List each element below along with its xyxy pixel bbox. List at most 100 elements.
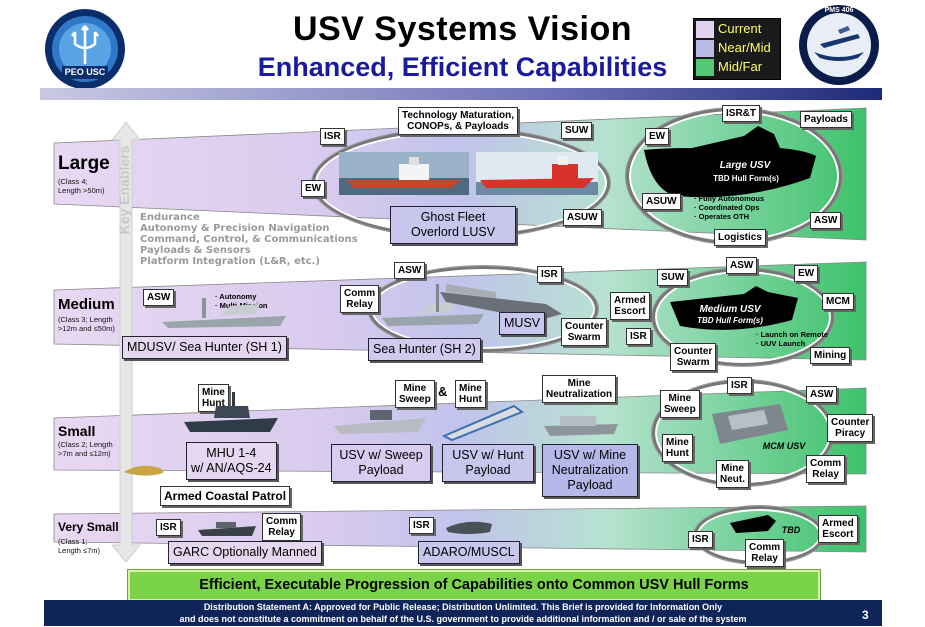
footer-banner-text: Efficient, Executable Progression of Cap… xyxy=(199,577,749,593)
mcm-usv-name: MCM USV xyxy=(762,441,806,451)
key-enablers-label: Key Enablers xyxy=(116,145,132,235)
ghost-fleet-box: Ghost Fleet Overlord LUSV xyxy=(390,206,516,244)
vsmall-future-usv-silhouette xyxy=(730,515,776,533)
small-future-asw-box: ASW xyxy=(806,386,838,403)
enabler-item: Command, Control, & Communications xyxy=(140,234,358,245)
vsmall-future-tbd: TBD xyxy=(781,525,801,535)
class-large-desc: (Class 4; Length >50m) xyxy=(58,177,105,195)
legend-swatch-current xyxy=(696,21,714,38)
enabler-item: Autonomy & Precision Navigation xyxy=(140,223,330,234)
large-future-isrt-box: ISR&T xyxy=(722,105,760,122)
hunt-usv-image xyxy=(441,404,525,442)
small-mine-neutralization-box: Mine Neutralization xyxy=(542,375,617,403)
small-future-mine-sweep-box: Mine Sweep xyxy=(660,390,700,418)
large-usv-name: Large USV xyxy=(719,160,771,171)
distribution-line-1: Distribution Statement A: Approved for P… xyxy=(203,602,723,612)
adaro-box: ADARO/MUSCL xyxy=(418,541,520,564)
sea-hunter-sh2-image xyxy=(382,284,484,326)
garc-box: GARC Optionally Manned xyxy=(168,541,322,564)
large-future-bullets: · Fully Autonomous · Coordinated Ops · O… xyxy=(694,194,764,221)
bullet-item: · Autonomy xyxy=(215,292,257,301)
vsmall-comm-relay-box: Comm Relay xyxy=(262,513,302,541)
sea-hunter-sh2-box: Sea Hunter (SH 2) xyxy=(368,338,481,361)
medium-usv-hull: TBD Hull Form(s) xyxy=(697,316,763,325)
medium-future-armed-escort-box: Armed Escort xyxy=(610,292,650,320)
large-future-payloads-box: Payloads xyxy=(800,111,852,128)
bullet-item: · Operates OTH xyxy=(694,212,750,221)
medium-future-mcm-box: MCM xyxy=(822,293,854,310)
medium-future-bullets: · Launch on Remote · UUV Launch xyxy=(756,330,828,348)
medium-future-isr-box: ISR xyxy=(626,328,651,345)
enabler-item: Payloads & Sensors xyxy=(140,245,251,256)
class-very-small-desc: (Class 1; Length ≤7m) xyxy=(58,537,101,555)
class-very-small-title: Very Small xyxy=(58,520,119,534)
logo-pms-406: PMS 406 xyxy=(798,4,880,86)
medium-future-ew-box: EW xyxy=(794,265,819,282)
header-divider-bar xyxy=(40,88,882,100)
mcm-usv-image xyxy=(712,404,788,444)
distribution-statement: Distribution Statement A: Approved for P… xyxy=(44,600,882,626)
sweep-usv-image xyxy=(334,410,426,434)
small-future-isr-box: ISR xyxy=(727,377,752,394)
adaro-image xyxy=(446,521,492,534)
medium-asw-box: ASW xyxy=(143,289,175,306)
trident-seal-icon xyxy=(45,9,125,89)
large-future-asuw-box: ASUW xyxy=(642,193,681,210)
medium-future-asw-box: ASW xyxy=(726,257,758,274)
bullet-item: · Coordinated Ops xyxy=(694,203,760,212)
large-usv-hull: TBD Hull Form(s) xyxy=(713,174,779,183)
page-number: 3 xyxy=(862,608,869,622)
large-future-ew-box: EW xyxy=(645,128,670,145)
large-isr-box: ISR xyxy=(320,128,345,145)
sea-hunter-sh1-image xyxy=(162,298,286,328)
large-tech-box: Technology Maturation, CONOPs, & Payload… xyxy=(398,107,519,135)
class-medium-title: Medium xyxy=(58,296,115,313)
vsmall-future-isr-box: ISR xyxy=(688,531,713,548)
legend-label-near-mid: Near/Mid xyxy=(718,40,771,55)
distribution-line-2: and does not constitute a commitment on … xyxy=(179,614,747,624)
vsmall-future-armed-escort-box: Armed Escort xyxy=(818,515,858,543)
large-asuw-box: ASUW xyxy=(563,209,602,226)
large-future-logistics-box: Logistics xyxy=(714,229,766,246)
vsmall-isr2-box: ISR xyxy=(409,517,434,534)
mdusv-box: MDUSV/ Sea Hunter (SH 1) xyxy=(122,336,287,359)
small-mine-hunt2-box: Mine Hunt xyxy=(455,380,486,408)
class-large-title: Large xyxy=(58,153,110,174)
ghost-fleet-ship-photo-1 xyxy=(339,152,469,195)
class-small-title: Small xyxy=(58,423,96,439)
medium-comm-relay-box: Comm Relay xyxy=(340,285,380,313)
legend-label-mid-far: Mid/Far xyxy=(718,59,763,74)
bullet-item: · Launch on Remote xyxy=(756,330,829,339)
garc-image xyxy=(198,522,256,536)
logo-left-text: PEO USC xyxy=(64,67,106,77)
neutralization-usv-image xyxy=(544,416,618,436)
medium-future-mining-box: Mining xyxy=(810,347,851,364)
musv-box: MUSV xyxy=(499,312,546,335)
small-future-mine-hunt-box: Mine Hunt xyxy=(662,434,693,462)
unmanned-craft-seal-icon xyxy=(799,5,879,85)
medium-usv-silhouette xyxy=(670,286,798,330)
enabler-item: Endurance xyxy=(140,212,200,223)
towed-sensor-icon xyxy=(124,465,164,476)
legend-label-current: Current xyxy=(718,21,762,36)
medium-isr-box: ISR xyxy=(537,266,562,283)
medium-future-suw-box: SUW xyxy=(657,269,689,286)
medium-future-counter-swarm-box: Counter Swarm xyxy=(670,343,717,371)
sweep-payload-box: USV w/ Sweep Payload xyxy=(331,444,431,482)
legend-swatch-near-mid xyxy=(696,40,714,57)
logo-peo-usc: PEO USC xyxy=(44,8,126,90)
page-title: USV Systems Vision xyxy=(292,10,633,48)
medium-asw2-box: ASW xyxy=(394,262,426,279)
small-mine-hunt-box: Mine Hunt xyxy=(198,384,229,412)
class-medium-desc: (Class 3; Length >12m and ≤50m) xyxy=(58,315,115,333)
small-mine-sweep-box: Mine Sweep xyxy=(395,380,435,408)
neutralization-payload-box: USV w/ Mine Neutralization Payload xyxy=(542,444,638,497)
class-small-desc: (Class 2; Length >7m and ≤12m) xyxy=(58,440,113,458)
bullet-item: · UUV Launch xyxy=(756,339,806,348)
legend-swatch-mid-far xyxy=(696,59,714,76)
medium-usv-name: Medium USV xyxy=(699,304,761,315)
hunt-payload-box: USV w/ Hunt Payload xyxy=(442,444,534,482)
vsmall-isr-box: ISR xyxy=(156,519,181,536)
small-future-counter-piracy-box: Counter Piracy xyxy=(827,414,874,442)
large-usv-silhouette xyxy=(644,126,816,198)
